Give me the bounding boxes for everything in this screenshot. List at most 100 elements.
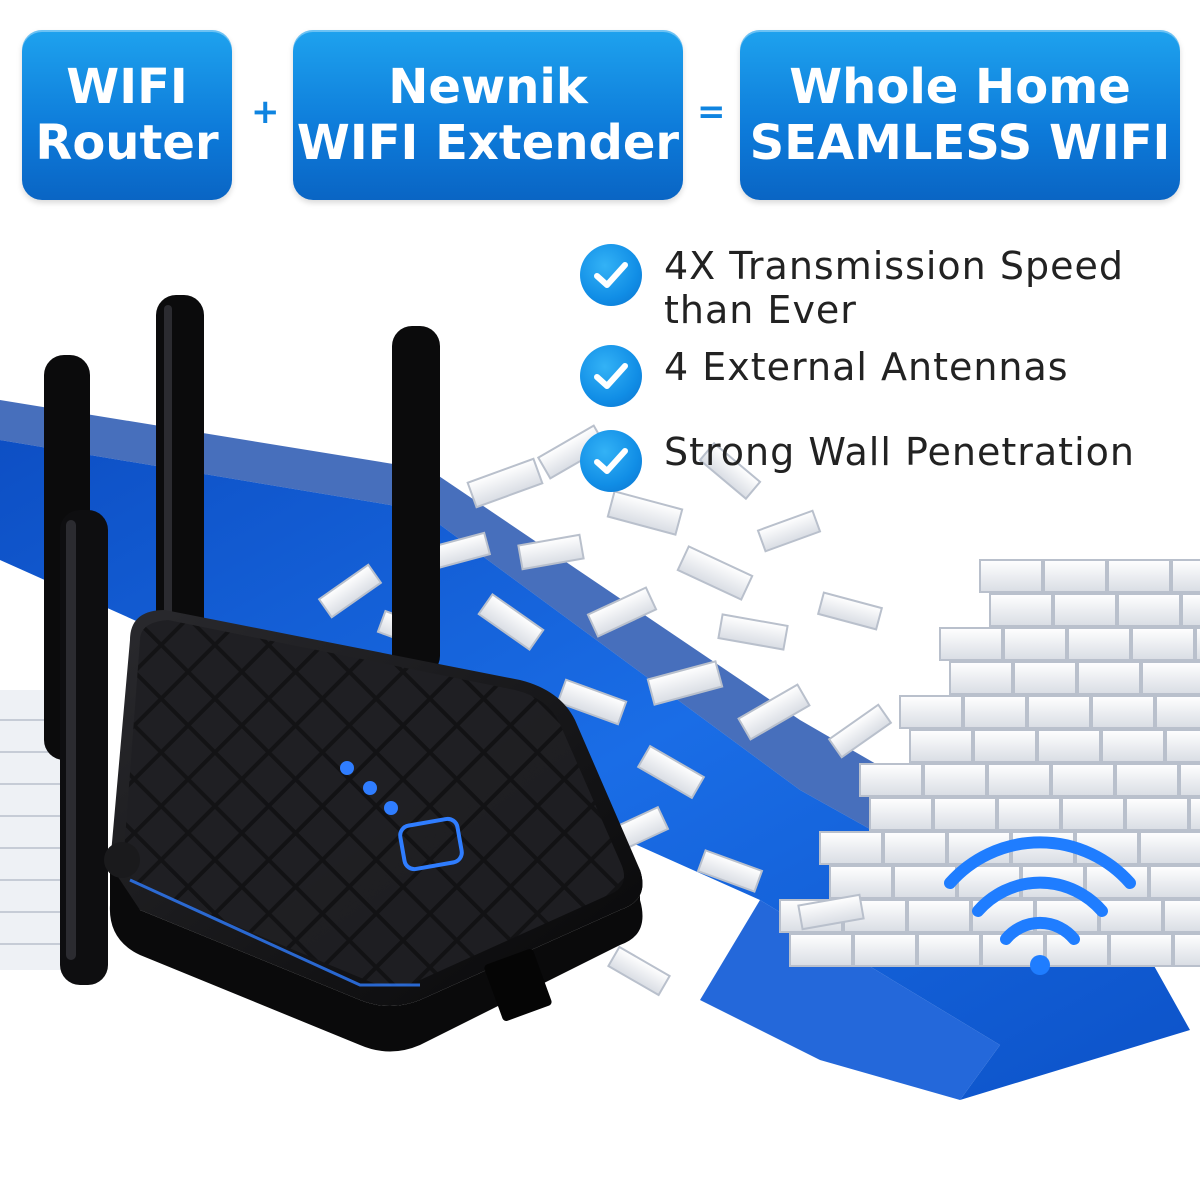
brick bbox=[973, 729, 1037, 763]
brick bbox=[466, 457, 544, 509]
feature-line: 4X Transmission Speed bbox=[664, 244, 1124, 288]
brick bbox=[1149, 865, 1200, 899]
brick bbox=[899, 695, 963, 729]
brick bbox=[883, 831, 947, 865]
feature-text: 4X Transmission Speed than Ever bbox=[664, 244, 1124, 332]
brick bbox=[477, 592, 545, 652]
left-wall bbox=[0, 690, 60, 970]
check-icon bbox=[580, 430, 642, 492]
brick bbox=[556, 678, 628, 726]
brick bbox=[1165, 729, 1200, 763]
brick bbox=[939, 627, 1003, 661]
brick bbox=[859, 763, 923, 797]
banner-line: WIFI Extender bbox=[296, 115, 680, 171]
check-icon bbox=[580, 345, 642, 407]
brick bbox=[827, 703, 893, 759]
brick bbox=[1003, 627, 1067, 661]
brick bbox=[869, 797, 933, 831]
brick bbox=[949, 661, 1013, 695]
seamless-wifi-banner: Whole Home SEAMLESS WIFI bbox=[740, 30, 1180, 200]
brick bbox=[1173, 933, 1200, 967]
feature-line: than Ever bbox=[664, 288, 857, 332]
antennas bbox=[44, 295, 440, 985]
brick bbox=[1125, 797, 1189, 831]
feature-item: 4 External Antennas bbox=[580, 345, 1069, 407]
brick bbox=[816, 591, 884, 631]
check-icon bbox=[580, 244, 642, 306]
brick bbox=[717, 613, 789, 651]
brick bbox=[819, 831, 883, 865]
feature-line: Strong Wall Penetration bbox=[664, 430, 1135, 474]
brick bbox=[696, 849, 764, 893]
brick bbox=[829, 865, 893, 899]
brick bbox=[1051, 763, 1115, 797]
wifi-extender-device bbox=[104, 610, 643, 1052]
wifi-signal-icon bbox=[944, 836, 1136, 975]
brick bbox=[1091, 695, 1155, 729]
brick bbox=[1061, 797, 1125, 831]
brick bbox=[1131, 627, 1195, 661]
brick bbox=[1195, 627, 1200, 661]
brick bbox=[1139, 831, 1200, 865]
brick bbox=[789, 933, 853, 967]
brick bbox=[989, 593, 1053, 627]
brick bbox=[1101, 729, 1165, 763]
brick bbox=[698, 441, 762, 501]
brick bbox=[1013, 661, 1077, 695]
brick bbox=[1077, 661, 1141, 695]
brick bbox=[1163, 899, 1200, 933]
brick bbox=[607, 945, 671, 997]
brick bbox=[963, 695, 1027, 729]
brick bbox=[737, 683, 811, 741]
brick bbox=[987, 763, 1051, 797]
brick bbox=[907, 899, 971, 933]
banner-line: SEAMLESS WIFI bbox=[749, 115, 1171, 171]
feature-item: Strong Wall Penetration bbox=[580, 430, 1135, 492]
feature-text: Strong Wall Penetration bbox=[664, 430, 1135, 474]
brick bbox=[646, 660, 724, 706]
brick bbox=[979, 559, 1043, 593]
brick bbox=[676, 545, 754, 601]
brick bbox=[917, 933, 981, 967]
brick bbox=[636, 744, 706, 800]
brick bbox=[606, 490, 684, 536]
extender-banner: Newnik WIFI Extender bbox=[293, 30, 683, 200]
plus-sign: + bbox=[251, 92, 280, 132]
brick bbox=[1141, 661, 1200, 695]
feature-text: 4 External Antennas bbox=[664, 345, 1069, 389]
brick bbox=[853, 933, 917, 967]
feature-line: 4 External Antennas bbox=[664, 345, 1069, 389]
brick bbox=[997, 797, 1061, 831]
feature-item: 4X Transmission Speed than Ever bbox=[580, 244, 1124, 332]
brick bbox=[933, 797, 997, 831]
brick bbox=[586, 586, 658, 638]
banner-line: Whole Home bbox=[789, 59, 1131, 115]
brick bbox=[1179, 763, 1200, 797]
brick bbox=[1053, 593, 1117, 627]
brick bbox=[1037, 729, 1101, 763]
banner-line: Newnik bbox=[388, 59, 588, 115]
equals-sign: = bbox=[697, 92, 726, 132]
brick bbox=[1027, 695, 1091, 729]
brick bbox=[1107, 559, 1171, 593]
brick bbox=[1155, 695, 1200, 729]
brick bbox=[1115, 763, 1179, 797]
brick bbox=[317, 563, 383, 619]
brick bbox=[923, 763, 987, 797]
brick bbox=[1117, 593, 1181, 627]
banner-line: Router bbox=[35, 115, 219, 171]
brick bbox=[797, 893, 865, 931]
brick bbox=[1189, 797, 1200, 831]
brick bbox=[517, 533, 585, 571]
brick bbox=[1171, 559, 1200, 593]
brick bbox=[1099, 899, 1163, 933]
brick bbox=[756, 509, 822, 553]
brick bbox=[1181, 593, 1200, 627]
banner-line: WIFI bbox=[66, 59, 188, 115]
wifi-router-banner: WIFI Router bbox=[22, 30, 232, 200]
brick bbox=[1067, 627, 1131, 661]
brick bbox=[1043, 559, 1107, 593]
brick bbox=[1109, 933, 1173, 967]
brick bbox=[909, 729, 973, 763]
